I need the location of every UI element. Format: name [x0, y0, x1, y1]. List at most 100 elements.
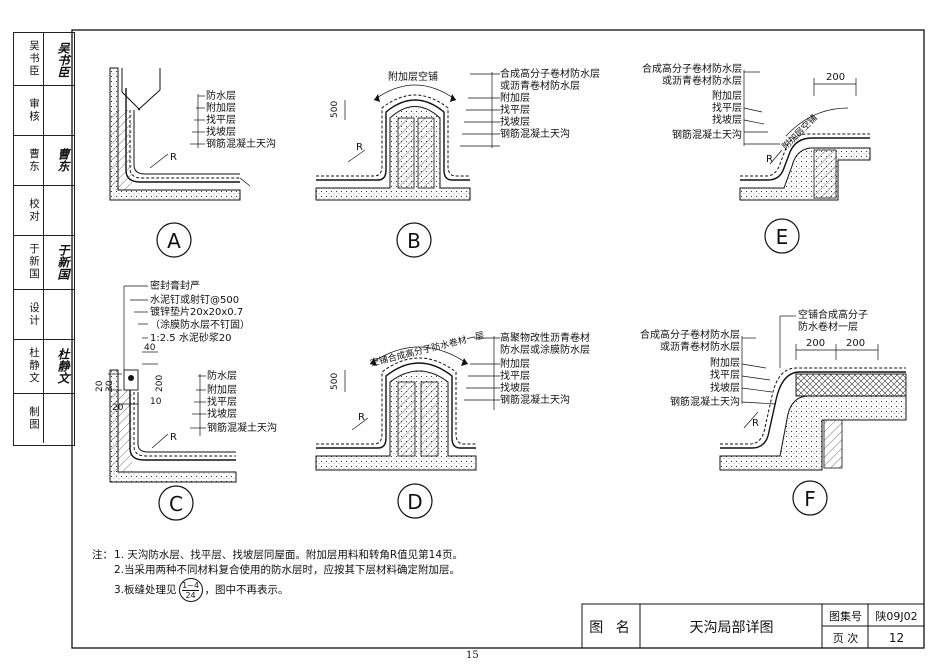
svg-text:钢筋混凝土天沟: 钢筋混凝土天沟	[500, 393, 570, 406]
svg-text:钢筋混凝土天沟: 钢筋混凝土天沟	[670, 395, 740, 408]
svg-text:高聚物改性沥青卷材: 高聚物改性沥青卷材	[500, 331, 590, 344]
svg-text:R: R	[358, 412, 365, 423]
svg-text:200: 200	[155, 375, 165, 392]
svg-text:找坡层: 找坡层	[710, 381, 740, 394]
detail-label-a: A	[167, 229, 181, 253]
svg-text:防水卷材一层: 防水卷材一层	[798, 320, 858, 333]
signoff-row: 制图	[14, 393, 74, 443]
detail-label-e: E	[776, 225, 789, 249]
svg-text:R: R	[356, 142, 363, 153]
svg-text:防水层: 防水层	[207, 369, 237, 382]
svg-text:找平层: 找平层	[500, 369, 530, 382]
svg-text:或沥青卷材防水层: 或沥青卷材防水层	[500, 79, 580, 92]
detail-label-d: D	[407, 490, 422, 514]
svg-text:找平层: 找平层	[710, 368, 740, 381]
svg-text:钢筋混凝土天沟: 钢筋混凝土天沟	[206, 137, 276, 150]
svg-text:500: 500	[330, 373, 340, 390]
svg-text:附加层: 附加层	[500, 91, 530, 104]
svg-text:（涂膜防水层不钉固）: （涂膜防水层不钉固）	[150, 318, 250, 331]
svg-text:500: 500	[330, 101, 340, 118]
detail-f: 空铺合成高分子 防水卷材一层 200 200 合成高分子卷材防水层 或沥青卷材防…	[640, 308, 907, 516]
svg-text:或沥青卷材防水层: 或沥青卷材防水层	[662, 74, 742, 87]
signoff-role: 杜静文	[28, 347, 40, 385]
svg-text:附加层: 附加层	[207, 383, 237, 396]
svg-text:附加层空铺: 附加层空铺	[779, 112, 819, 152]
signature: 杜静文	[56, 348, 70, 384]
page-value: 12	[888, 630, 905, 645]
svg-text:附加层: 附加层	[500, 357, 530, 370]
svg-text:镀锌垫片20x20x0.7: 镀锌垫片20x20x0.7	[150, 305, 243, 318]
note-item: 2.当采用两种不同材料复合使用的防水层时，应按其下层材料确定附加层。	[114, 564, 461, 576]
svg-text:10: 10	[150, 397, 162, 407]
set-number: 陕09J02	[875, 609, 918, 623]
svg-text:密封膏封严: 密封膏封严	[150, 279, 200, 292]
svg-text:找坡层: 找坡层	[206, 125, 236, 138]
svg-text:找平层: 找平层	[206, 113, 236, 126]
detail-b: 附加层空铺 500 合成高分子卷材防水层 或沥青卷材防水层 附加层 找平层 找坡…	[315, 67, 600, 258]
signoff-column: 吴书臣 审核 曹东 校对 于新国 设计 杜静文 制图 吴书臣 曹东 于新国 杜静…	[13, 32, 75, 446]
signoff-row: 曹东	[14, 135, 74, 186]
svg-text:200: 200	[806, 338, 825, 349]
svg-text:附加层空铺: 附加层空铺	[388, 70, 438, 83]
notes: 注： 1. 天沟防水层、找平层、找坡层同屋面。附加层用料和转角R值见第14页。 …	[92, 548, 612, 602]
svg-text:20: 20	[112, 403, 124, 413]
svg-text:R: R	[170, 432, 177, 443]
signoff-row: 杜静文	[14, 339, 74, 394]
signoff-row: 吴书臣	[14, 33, 74, 86]
svg-text:200: 200	[846, 338, 865, 349]
signoff-role: 审核	[28, 97, 40, 123]
signoff-row: 设计	[14, 289, 74, 340]
svg-text:合成高分子卷材防水层: 合成高分子卷材防水层	[642, 62, 742, 75]
page-label: 页 次	[832, 631, 859, 645]
svg-text:防水层: 防水层	[206, 89, 236, 102]
title-block	[581, 603, 925, 649]
detail-label-c: C	[169, 492, 183, 516]
signature: 吴书臣	[56, 42, 70, 78]
detail-e: 附加层空铺 200 合成高分子卷材防水层 或沥青卷材防水层 附加层 找平层 找坡…	[642, 62, 871, 254]
signoff-role: 于新国	[28, 243, 40, 281]
set-label: 图集号	[829, 609, 862, 623]
svg-text:空铺合成高分子: 空铺合成高分子	[798, 308, 868, 321]
notes-label: 注：	[92, 549, 113, 561]
svg-text:找坡层: 找坡层	[500, 381, 530, 394]
index-symbol: 1~4 24	[178, 578, 203, 602]
detail-c: 密封膏封严 水泥钉或射钉@500 镀锌垫片20x20x0.7 （涂膜防水层不钉固…	[95, 279, 277, 521]
signoff-row: 校对	[14, 185, 74, 236]
detail-label-f: F	[804, 487, 816, 511]
detail-a: 防水层 附加层 找平层 找坡层 钢筋混凝土天沟 R A	[109, 67, 276, 258]
svg-text:30: 30	[105, 380, 115, 392]
signoff-role: 设计	[28, 301, 40, 327]
svg-text:R: R	[766, 154, 773, 165]
svg-text:找坡层: 找坡层	[207, 407, 237, 420]
signature: 于新国	[56, 244, 70, 280]
page-number: 15	[466, 650, 479, 661]
svg-text:找坡层: 找坡层	[712, 113, 742, 126]
drawing-name: 天沟局部详图	[689, 619, 774, 636]
svg-text:找坡层: 找坡层	[500, 115, 530, 128]
drawing-name-label: 图 名	[589, 619, 634, 636]
note-item: 3.板缝处理见	[114, 583, 177, 596]
svg-text:合成高分子卷材防水层: 合成高分子卷材防水层	[640, 328, 740, 341]
svg-text:找平层: 找平层	[207, 395, 237, 408]
svg-text:R: R	[752, 418, 759, 429]
svg-text:合成高分子卷材防水层: 合成高分子卷材防水层	[500, 67, 600, 80]
signoff-role: 校对	[28, 197, 40, 223]
signature: 曹东	[56, 148, 70, 172]
signoff-role: 吴书臣	[28, 40, 40, 78]
note-item: 1. 天沟防水层、找平层、找坡层同屋面。附加层用料和转角R值见第14页。	[114, 549, 464, 561]
svg-text:200: 200	[826, 72, 845, 83]
signoff-role: 制图	[28, 405, 40, 431]
note-item: ，图中不再表示。	[204, 583, 289, 596]
svg-text:找平层: 找平层	[500, 103, 530, 116]
svg-text:钢筋混凝土天沟: 钢筋混凝土天沟	[672, 128, 742, 141]
svg-text:R: R	[170, 152, 177, 163]
detail-d: 空铺合成高分子防水卷材一层 500 高聚物改性沥青卷材 防水层或涂膜防水层 附加…	[315, 329, 590, 519]
detail-label-b: B	[407, 229, 421, 253]
svg-text:钢筋混凝土天沟: 钢筋混凝土天沟	[207, 421, 277, 434]
svg-text:水泥钉或射钉@500: 水泥钉或射钉@500	[150, 293, 239, 306]
svg-text:找平层: 找平层	[712, 101, 742, 114]
svg-text:钢筋混凝土天沟: 钢筋混凝土天沟	[500, 127, 570, 140]
svg-text:或沥青卷材防水层: 或沥青卷材防水层	[660, 340, 740, 353]
svg-text:40: 40	[144, 343, 156, 353]
